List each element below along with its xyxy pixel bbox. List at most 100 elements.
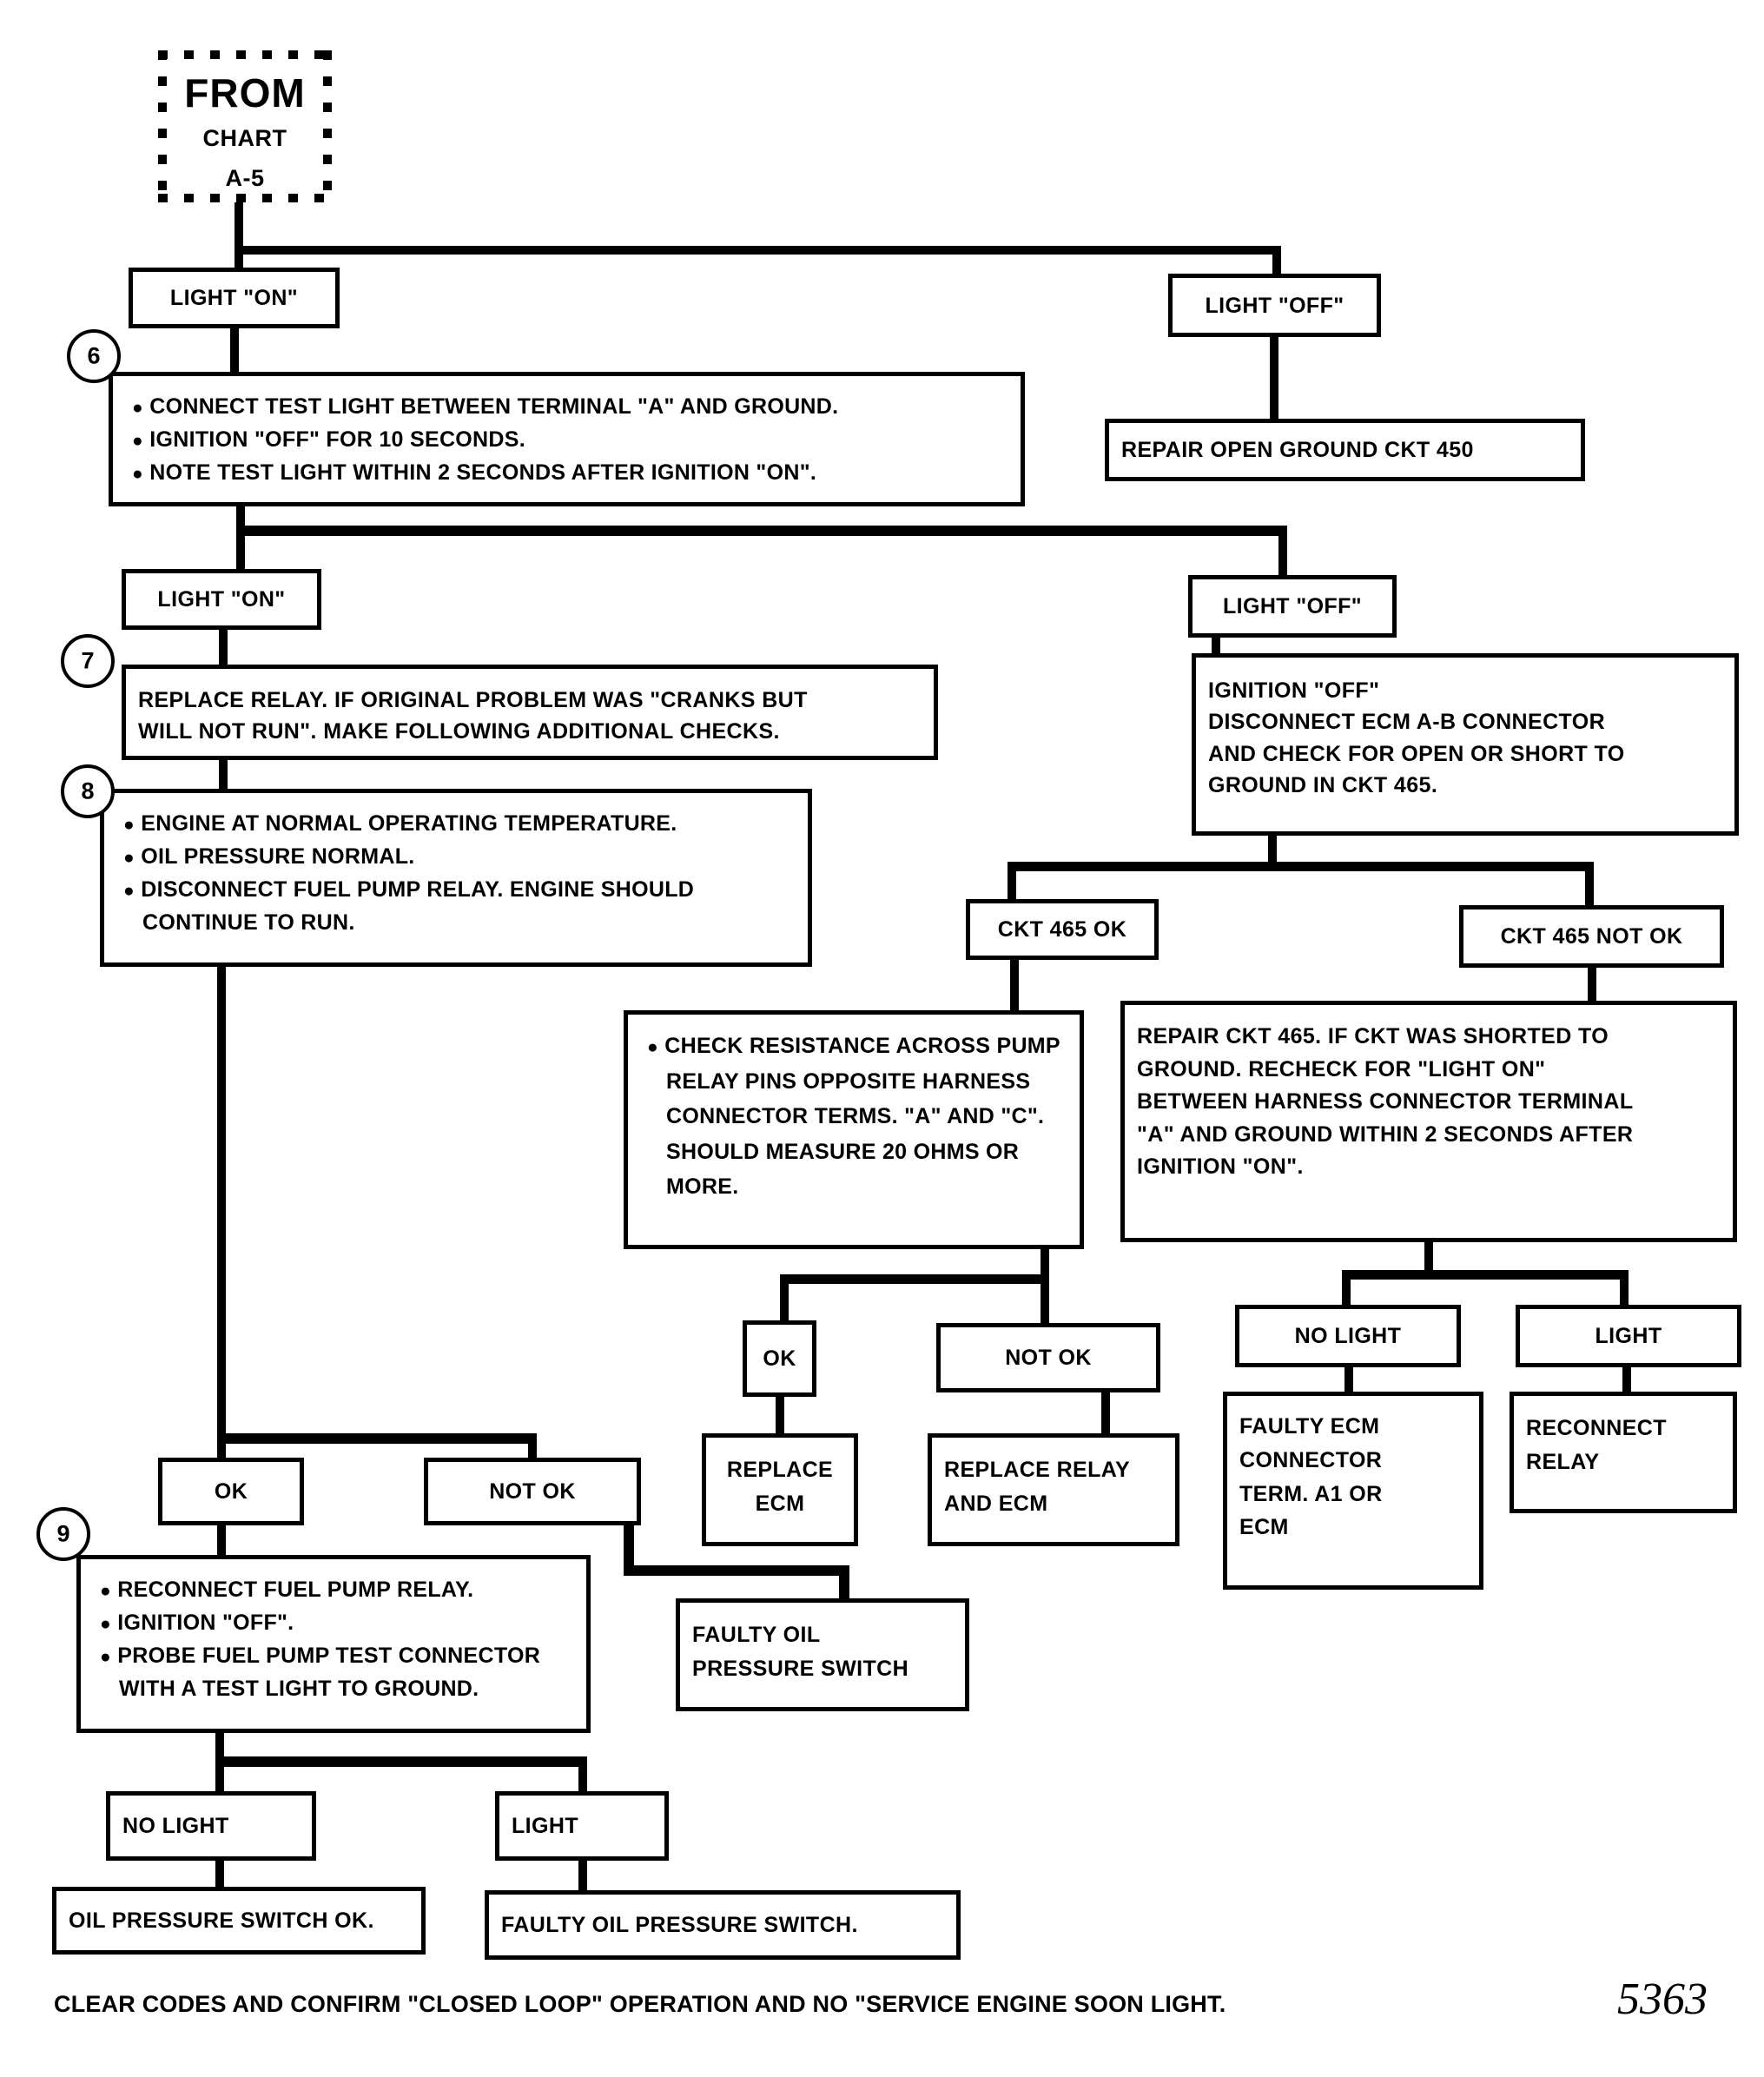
- node-left-ok[interactable]: OK: [158, 1458, 304, 1525]
- step8-bullet-list: ● ENGINE AT NORMAL OPERATING TEMPERATURE…: [123, 807, 797, 939]
- node-ignition-off-ecm-check[interactable]: IGNITION "OFF" DISCONNECT ECM A-B CONNEC…: [1192, 653, 1739, 836]
- connector-into-faulty-oil-switch-mid: [839, 1565, 849, 1604]
- start-block-line1: FROM: [184, 70, 306, 116]
- node-ckt465-not-ok[interactable]: CKT 465 NOT OK: [1459, 905, 1724, 968]
- node-oil-pressure-switch-ok-label: OIL PRESSURE SWITCH OK.: [69, 1908, 374, 1933]
- node-left-ok-label: OK: [214, 1478, 248, 1504]
- connector-ecm-check-down: [1268, 834, 1277, 869]
- node-no-light-right-label: NO LIGHT: [1294, 1323, 1402, 1348]
- node-step9-instructions[interactable]: ● RECONNECT FUEL PUMP RELAY. ● IGNITION …: [76, 1555, 591, 1733]
- node-mid-ok-label: OK: [763, 1346, 796, 1371]
- node-ckt465-ok[interactable]: CKT 465 OK: [966, 899, 1159, 960]
- connector-mid-not-ok-down: [1101, 1390, 1110, 1442]
- connector-no-light-right-down: [1344, 1364, 1353, 1397]
- connector-left-not-ok-right: [624, 1565, 849, 1576]
- node-repair-ckt465-label: REPAIR CKT 465. IF CKT WAS SHORTED TO GR…: [1137, 1024, 1634, 1179]
- node-left-not-ok-label: NOT OK: [489, 1478, 576, 1504]
- node-ckt465-ok-label: CKT 465 OK: [997, 916, 1127, 942]
- node-step8-instructions[interactable]: ● ENGINE AT NORMAL OPERATING TEMPERATURE…: [100, 789, 812, 967]
- node-light-on-1[interactable]: LIGHT "ON": [129, 268, 340, 328]
- node-step6-instructions[interactable]: ● CONNECT TEST LIGHT BETWEEN TERMINAL "A…: [109, 372, 1025, 506]
- node-light-on-2-label: LIGHT "ON": [157, 586, 286, 612]
- node-light-off-1[interactable]: LIGHT "OFF": [1168, 274, 1381, 337]
- connector-junction-bar-light-right: [1342, 1270, 1629, 1280]
- node-repair-open-ground[interactable]: REPAIR OPEN GROUND CKT 450: [1105, 419, 1585, 481]
- node-light-off-2-label: LIGHT "OFF": [1222, 593, 1363, 618]
- start-block-line2: CHART: [202, 125, 287, 151]
- start-block-line3: A-5: [225, 165, 265, 191]
- node-reconnect-relay[interactable]: RECONNECT RELAY: [1510, 1392, 1737, 1513]
- node-faulty-ecm-connector-label: FAULTY ECM CONNECTOR TERM. A1 OR ECM: [1239, 1414, 1383, 1540]
- connector-step6-down: [236, 506, 245, 532]
- connector-mid-ok-down: [776, 1393, 784, 1441]
- step8-bullet-3: ● DISCONNECT FUEL PUMP RELAY. ENGINE SHO…: [123, 877, 695, 935]
- node-replace-ecm-label: REPLACE ECM: [726, 1458, 834, 1516]
- connector-to-mid-ok: [780, 1274, 789, 1322]
- connector-left-ok-down: [217, 1522, 226, 1558]
- step-number-6-label: 6: [87, 342, 101, 369]
- step6-bullet-3: ● NOTE TEST LIGHT WITHIN 2 SECONDS AFTER…: [132, 460, 817, 485]
- node-light-right-label: LIGHT: [1595, 1323, 1662, 1348]
- check-resistance-bullet-list: ● CHECK RESISTANCE ACROSS PUMP RELAY PIN…: [647, 1029, 1069, 1205]
- page-number: 5363: [1617, 1974, 1708, 2024]
- connector-no-light-bottom-down: [215, 1857, 224, 1890]
- node-no-light-bottom-label: NO LIGHT: [122, 1813, 229, 1838]
- node-no-light-right[interactable]: NO LIGHT: [1235, 1305, 1461, 1367]
- node-left-not-ok[interactable]: NOT OK: [424, 1458, 641, 1525]
- connector-to-ckt465-ok: [1008, 862, 1016, 901]
- node-light-off-2[interactable]: LIGHT "OFF": [1188, 575, 1397, 638]
- node-replace-relay-and-ecm-label: REPLACE RELAY AND ECM: [944, 1458, 1131, 1516]
- node-check-resistance[interactable]: ● CHECK RESISTANCE ACROSS PUMP RELAY PIN…: [624, 1010, 1084, 1249]
- node-replace-relay-and-ecm[interactable]: REPLACE RELAY AND ECM: [928, 1433, 1179, 1546]
- connector-junction-bar-2: [236, 526, 1287, 536]
- step-number-9: 9: [36, 1507, 90, 1561]
- connector-step8-down: [217, 964, 226, 1442]
- node-light-on-1-label: LIGHT "ON": [169, 285, 299, 310]
- node-reconnect-relay-label: RECONNECT RELAY: [1526, 1416, 1667, 1474]
- node-mid-not-ok[interactable]: NOT OK: [936, 1323, 1160, 1392]
- connector-light-off-1-down: [1270, 334, 1278, 421]
- node-replace-ecm[interactable]: REPLACE ECM: [702, 1433, 858, 1546]
- node-light-bottom-label: LIGHT: [512, 1813, 578, 1838]
- connector-to-light-on-2: [236, 526, 245, 573]
- node-step7-replace-relay[interactable]: REPLACE RELAY. IF ORIGINAL PROBLEM WAS "…: [122, 665, 938, 760]
- step9-bullet-2: ● IGNITION "OFF".: [100, 1611, 294, 1635]
- connector-to-light-off-1: [1272, 246, 1281, 275]
- node-mid-ok[interactable]: OK: [743, 1320, 816, 1397]
- step8-bullet-2: ● OIL PRESSURE NORMAL.: [123, 844, 415, 869]
- step6-bullet-2: ● IGNITION "OFF" FOR 10 SECONDS.: [132, 427, 525, 452]
- step-number-8-label: 8: [81, 777, 95, 804]
- node-step7-label: REPLACE RELAY. IF ORIGINAL PROBLEM WAS "…: [138, 688, 808, 744]
- connector-start-down: [235, 202, 243, 252]
- connector-to-light-bottom: [578, 1756, 587, 1798]
- node-faulty-oil-switch-bottom[interactable]: FAULTY OIL PRESSURE SWITCH.: [485, 1890, 961, 1960]
- node-light-right[interactable]: LIGHT: [1516, 1305, 1741, 1367]
- node-faulty-oil-pressure-switch-mid-label: FAULTY OIL PRESSURE SWITCH: [692, 1623, 909, 1681]
- step-number-7: 7: [61, 634, 115, 688]
- step6-bullet-1: ● CONNECT TEST LIGHT BETWEEN TERMINAL "A…: [132, 394, 839, 419]
- node-light-bottom[interactable]: LIGHT: [495, 1791, 669, 1861]
- connector-step7-down: [219, 758, 228, 793]
- connector-junction-bar-mid: [780, 1274, 1049, 1284]
- connector-repair-ckt465-down: [1424, 1240, 1433, 1280]
- connector-to-left-ok: [217, 1433, 226, 1459]
- node-repair-ckt465[interactable]: REPAIR CKT 465. IF CKT WAS SHORTED TO GR…: [1120, 1001, 1737, 1242]
- connector-to-left-not-ok: [528, 1433, 537, 1459]
- step9-bullet-list: ● RECONNECT FUEL PUMP RELAY. ● IGNITION …: [100, 1573, 576, 1705]
- connector-light-bottom-down: [578, 1857, 587, 1890]
- node-faulty-oil-switch-bottom-label: FAULTY OIL PRESSURE SWITCH.: [501, 1912, 858, 1937]
- connector-step9-down: [215, 1730, 224, 1761]
- connector-junction-bar-ckt465: [1008, 862, 1594, 871]
- connector-to-mid-not-ok: [1041, 1274, 1049, 1326]
- node-light-on-2[interactable]: LIGHT "ON": [122, 569, 321, 630]
- check-resistance-bullet-1: ● CHECK RESISTANCE ACROSS PUMP RELAY PIN…: [647, 1034, 1060, 1199]
- node-oil-pressure-switch-ok[interactable]: OIL PRESSURE SWITCH OK.: [52, 1887, 426, 1955]
- step9-bullet-3: ● PROBE FUEL PUMP TEST CONNECTOR WITH A …: [100, 1644, 541, 1701]
- node-faulty-ecm-connector[interactable]: FAULTY ECM CONNECTOR TERM. A1 OR ECM: [1223, 1392, 1483, 1590]
- node-no-light-bottom[interactable]: NO LIGHT: [106, 1791, 316, 1861]
- node-faulty-oil-pressure-switch-mid[interactable]: FAULTY OIL PRESSURE SWITCH: [676, 1598, 969, 1711]
- connector-to-no-light-bottom: [215, 1756, 224, 1798]
- footer-note: CLEAR CODES AND CONFIRM "CLOSED LOOP" OP…: [54, 1991, 1226, 2017]
- connector-ckt465-not-ok-down: [1588, 964, 1596, 1008]
